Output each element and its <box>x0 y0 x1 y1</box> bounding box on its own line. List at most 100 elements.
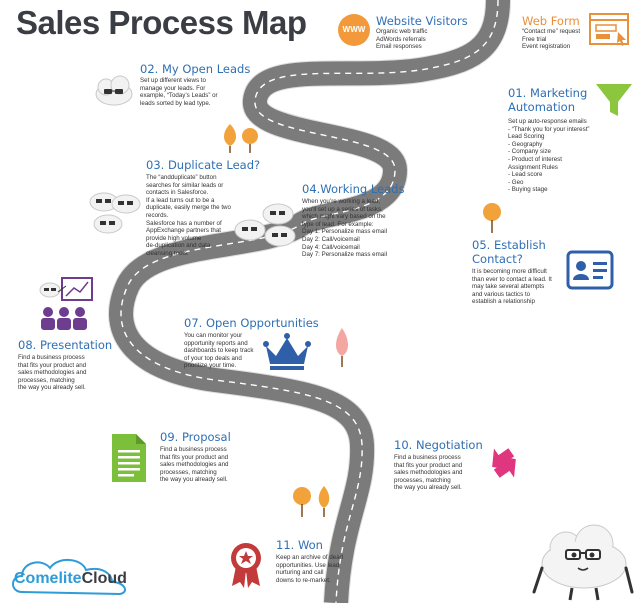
s10-line: that fits your product and <box>394 461 463 469</box>
www-label: WWW <box>342 25 366 34</box>
swap-arrows-icon <box>492 448 516 478</box>
s08-line: sales methodologies and <box>18 369 87 377</box>
s08-line: the way you already sell. <box>18 384 86 392</box>
web-form-line: “Contact me” request <box>522 28 581 35</box>
s03-line: cleansing tools. <box>146 249 189 257</box>
s07-line: opportunity reports and <box>184 339 248 347</box>
medal-icon <box>231 543 261 588</box>
s08-title: 08. Presentation <box>18 338 113 352</box>
s07-title: 07. Open Opportunities <box>184 316 319 330</box>
crown-icon <box>263 333 311 370</box>
s05-line: may take several attempts <box>472 283 545 291</box>
web-form-line: Free trial <box>522 35 547 43</box>
s09-line: processes, matching <box>160 468 217 476</box>
s04-line: Day 2: Call/voicemail <box>302 235 360 243</box>
s10-body: Find a business process that fits your p… <box>394 454 462 492</box>
logo-text-part1: Comelite <box>14 570 82 587</box>
s01-line: - Lead score <box>508 171 543 179</box>
s05-body: It is becoming more difficult than ever … <box>472 268 552 306</box>
s05-line: establish a relationship <box>472 298 535 306</box>
s05-line: than ever to contact a lead. It <box>472 275 552 283</box>
s04-title: 04.Working Leads <box>302 182 405 196</box>
s07-body: You can monitor your opportunity reports… <box>184 332 253 370</box>
website-visitors-line: Organic web traffic <box>376 28 428 35</box>
s04-line: When you’re working a lead, <box>302 198 381 205</box>
s07-line: You can monitor your <box>184 332 243 339</box>
s01-title-line1: 01. Marketing <box>508 86 588 100</box>
road-centerline <box>120 0 499 603</box>
s11-line: Keep an archive of dead <box>276 554 344 561</box>
s10-line: processes, matching <box>394 476 451 484</box>
s01-line: - “Thank you for your interest” <box>508 125 590 133</box>
s01-line: - Buying stage <box>508 186 548 194</box>
s03-line: The “andduplicate” button <box>146 174 217 181</box>
s04-line: you’ll set up a series of tasks, <box>302 205 383 213</box>
s04-line: Day 4: Call/voicemail <box>302 243 360 251</box>
s09-line: sales methodologies and <box>160 461 229 469</box>
cloud-mascot-large-icon <box>532 524 634 601</box>
s09-line: the way you already sell. <box>160 476 228 484</box>
s05-title-line1: 05. Establish <box>472 238 546 252</box>
s01-line: Assignment Rules <box>508 163 558 171</box>
website-visitors-line: Email responses <box>376 43 422 51</box>
s01-body: Set up auto-response emails - “Thank you… <box>508 118 590 194</box>
s07-line: prioritize your time. <box>184 362 237 370</box>
s08-line: Find a business process <box>18 354 85 361</box>
s01-line: - Product of interest <box>508 155 562 163</box>
s03-line: Salesforce has a number of <box>146 219 222 227</box>
s03-title: 03. Duplicate Lead? <box>146 158 261 172</box>
s10-line: Find a business process <box>394 454 461 461</box>
s05-line: and various tactics to <box>472 290 531 298</box>
s03-line: contacts in Salesforce. <box>146 189 209 197</box>
s10-line: the way you already sell. <box>394 484 462 492</box>
s03-line: records. <box>146 211 169 219</box>
web-form-title: Web Form <box>522 14 580 28</box>
web-form-line: Event registration <box>522 43 571 51</box>
s08-line: that fits your product and <box>18 361 87 369</box>
s11-line: nurturing and call <box>276 569 324 577</box>
tree-icon <box>293 486 330 517</box>
s07-line: dashboards to keep track <box>184 347 254 355</box>
website-visitors-line: AdWords referrals <box>376 35 426 43</box>
s02-line: example, “Today’s Leads” or <box>140 92 218 100</box>
s08-line: processes, matching <box>18 376 75 384</box>
s03-line: AppExchange partners that <box>146 227 221 235</box>
s10-line: sales methodologies and <box>394 469 463 477</box>
s09-line: that fits your product and <box>160 453 229 461</box>
s03-line: If a lead turns out to be a <box>146 196 215 204</box>
tree-icon <box>224 124 258 153</box>
s07-line: of your top deals and <box>184 354 242 362</box>
cloud-mascots-group-icon <box>234 203 296 247</box>
tree-icon <box>483 203 501 233</box>
s04-line: Day 1: Personalize mass email <box>302 228 387 236</box>
document-icon <box>112 434 146 482</box>
s09-title: 09. Proposal <box>160 430 231 444</box>
s11-body: Keep an archive of dead opportunities. U… <box>276 554 343 584</box>
website-visitors-title: Website Visitors <box>376 14 468 28</box>
s11-line: opportunities. Use lead <box>276 561 340 569</box>
s05-title-line2: Contact? <box>472 252 523 266</box>
s04-line: which might vary based on the <box>302 213 386 221</box>
s05-title: 05. Establish Contact? <box>472 238 546 266</box>
s03-line: de-duplication and data <box>146 242 211 250</box>
s01-title: 01. Marketing Automation <box>508 86 587 114</box>
s02-line: leads sorted by lead type. <box>140 99 211 107</box>
s11-title: 11. Won <box>276 538 323 552</box>
logo-text-part2: Cloud <box>81 570 127 587</box>
tree-icon <box>336 328 348 367</box>
s03-line: duplicate, easily merge the two <box>146 204 231 212</box>
s01-line: Set up auto-response emails <box>508 118 587 125</box>
s01-line: - Geo <box>508 178 524 186</box>
s05-line: It is becoming more difficult <box>472 268 547 275</box>
s01-line: Lead Scoring <box>508 133 545 141</box>
cloud-mascot-icon <box>95 75 133 106</box>
s01-line: - Geography <box>508 140 543 148</box>
presentation-icon <box>39 277 93 330</box>
s02-line: Set up different views to <box>140 77 206 84</box>
s10-title: 10. Negotiation <box>394 438 483 452</box>
s04-line: Day 7: Personalize mass email <box>302 251 387 259</box>
s03-line: provide high volume <box>146 234 202 242</box>
s09-body: Find a business process that fits your p… <box>160 446 228 484</box>
s09-line: Find a business process <box>160 446 227 453</box>
